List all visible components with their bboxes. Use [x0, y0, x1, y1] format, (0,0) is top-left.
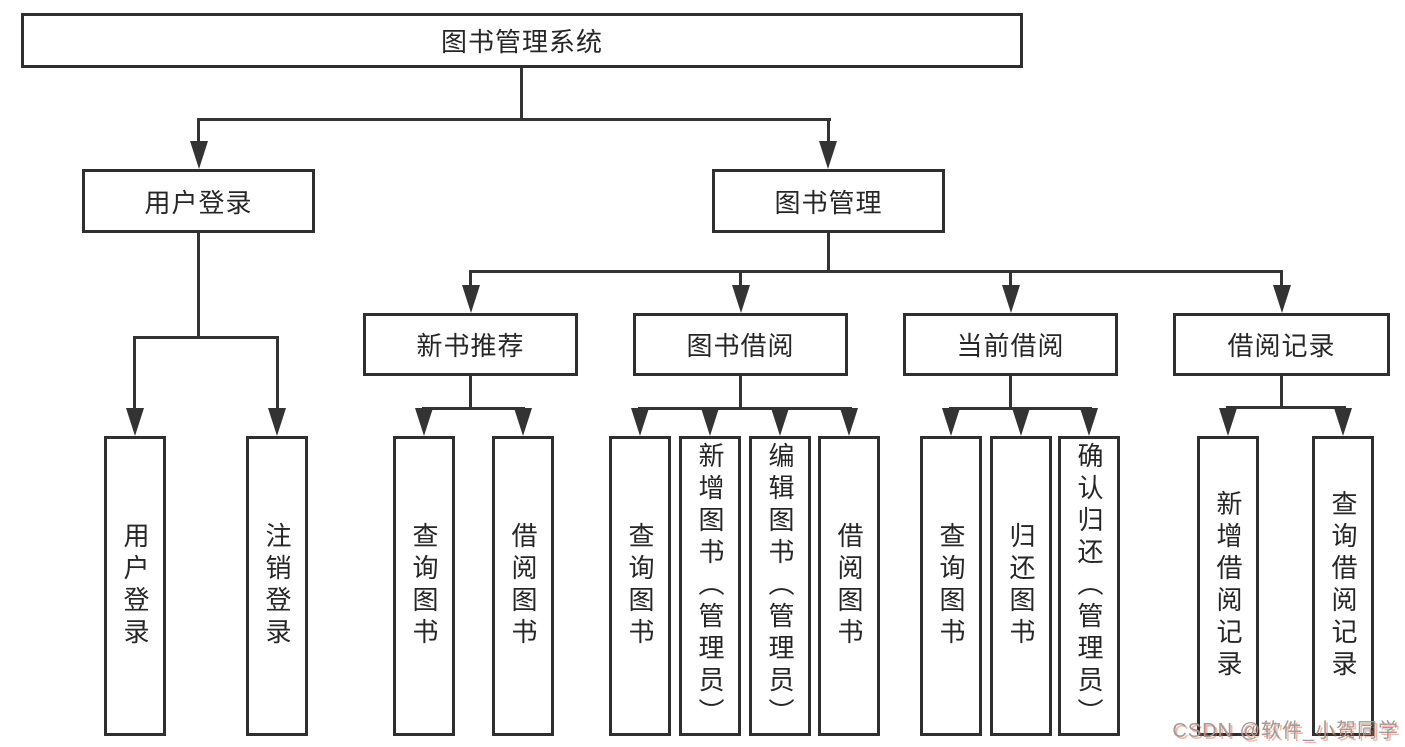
arrow-down-icon — [631, 408, 649, 436]
leaf-query-books-recommend: 查询图书 — [393, 436, 455, 736]
leaf-query-books-borrow: 查询图书 — [609, 436, 671, 736]
connector-drop — [827, 118, 830, 146]
leaf-query-books-current-label: 查询图书 — [936, 522, 966, 650]
connector-drop — [469, 270, 472, 290]
connector-rail — [469, 270, 1283, 273]
leaf-add-book-admin-label: 新增图书（管理员） — [695, 442, 725, 730]
leaf-borrow-books-recommend: 借阅图书 — [492, 436, 554, 736]
connector-stub — [827, 233, 830, 273]
connector-stub — [520, 68, 523, 120]
node-new-book-recommend-label: 新书推荐 — [416, 331, 525, 361]
connector-stub — [197, 233, 200, 336]
arrow-down-icon — [1080, 408, 1098, 436]
node-book-management: 图书管理 — [712, 169, 945, 233]
leaf-confirm-return-admin: 确认归还（管理员） — [1058, 436, 1120, 736]
arrow-down-icon — [514, 408, 532, 436]
leaf-edit-book-admin-label: 编辑图书（管理员） — [765, 442, 795, 730]
leaf-return-book: 归还图书 — [990, 436, 1052, 736]
leaf-borrow-books-label: 借阅图书 — [834, 522, 864, 650]
connector-rail — [422, 407, 525, 410]
arrow-down-icon — [701, 408, 719, 436]
leaf-logout: 注销登录 — [246, 436, 308, 736]
connector-stub — [1280, 376, 1283, 409]
connector-stub — [469, 376, 472, 410]
arrow-down-icon — [1273, 285, 1291, 313]
leaf-user-login: 用户登录 — [104, 436, 166, 736]
leaf-user-login-label: 用户登录 — [120, 522, 150, 650]
node-library-system-label: 图书管理系统 — [440, 27, 603, 57]
connector-stub — [1009, 376, 1012, 410]
leaf-confirm-return-admin-label: 确认归还（管理员） — [1074, 442, 1104, 730]
leaf-edit-book-admin: 编辑图书（管理员） — [749, 436, 811, 736]
arrow-down-icon — [819, 141, 837, 169]
leaf-query-books-current: 查询图书 — [920, 436, 982, 736]
arrow-down-icon — [840, 408, 858, 436]
connector-drop — [276, 336, 279, 412]
connector-stub — [739, 376, 742, 410]
csdn-watermark: CSDN @软件_小贺同学 — [1172, 720, 1399, 742]
leaf-query-books-borrow-label: 查询图书 — [625, 522, 655, 650]
connector-drop — [133, 336, 136, 412]
arrow-down-icon — [942, 408, 960, 436]
connector-drop — [1280, 270, 1283, 290]
connector-drop — [197, 118, 200, 146]
node-current-borrow: 当前借阅 — [903, 313, 1118, 376]
connector-rail — [133, 336, 279, 339]
arrow-down-icon — [415, 408, 433, 436]
leaf-add-borrow-record: 新增借阅记录 — [1197, 436, 1259, 736]
arrow-down-icon — [732, 285, 750, 313]
node-book-management-label: 图书管理 — [774, 187, 883, 218]
leaf-return-book-label: 归还图书 — [1006, 522, 1036, 650]
node-new-book-recommend: 新书推荐 — [363, 313, 578, 376]
node-user-login: 用户登录 — [82, 169, 315, 233]
leaf-query-borrow-record: 查询借阅记录 — [1312, 436, 1374, 736]
arrow-down-icon — [126, 408, 144, 436]
leaf-query-books-recommend-label: 查询图书 — [409, 522, 439, 650]
leaf-query-borrow-record-label: 查询借阅记录 — [1328, 490, 1358, 682]
node-borrow-records-label: 借阅记录 — [1227, 331, 1336, 361]
connector-drop — [1009, 270, 1012, 290]
arrow-down-icon — [771, 408, 789, 436]
arrow-down-icon — [1002, 285, 1020, 313]
leaf-add-borrow-record-label: 新增借阅记录 — [1213, 490, 1243, 682]
arrow-down-icon — [1012, 408, 1030, 436]
connector-rail — [197, 118, 831, 121]
node-library-system: 图书管理系统 — [21, 13, 1023, 68]
arrow-down-icon — [462, 285, 480, 313]
arrow-down-icon — [268, 408, 286, 436]
node-borrow-records: 借阅记录 — [1173, 313, 1390, 376]
connector-rail — [638, 407, 852, 410]
arrow-down-icon — [190, 141, 208, 169]
arrow-down-icon — [1334, 408, 1352, 436]
leaf-add-book-admin: 新增图书（管理员） — [679, 436, 741, 736]
arrow-down-icon — [1219, 408, 1237, 436]
node-book-borrow: 图书借阅 — [633, 313, 848, 376]
node-current-borrow-label: 当前借阅 — [956, 331, 1065, 361]
node-user-login-label: 用户登录 — [144, 187, 253, 218]
connector-rail — [1226, 406, 1346, 409]
leaf-borrow-books-recommend-label: 借阅图书 — [508, 522, 538, 650]
leaf-borrow-books: 借阅图书 — [818, 436, 880, 736]
node-book-borrow-label: 图书借阅 — [686, 331, 795, 361]
leaf-logout-label: 注销登录 — [262, 522, 292, 650]
connector-drop — [739, 270, 742, 290]
